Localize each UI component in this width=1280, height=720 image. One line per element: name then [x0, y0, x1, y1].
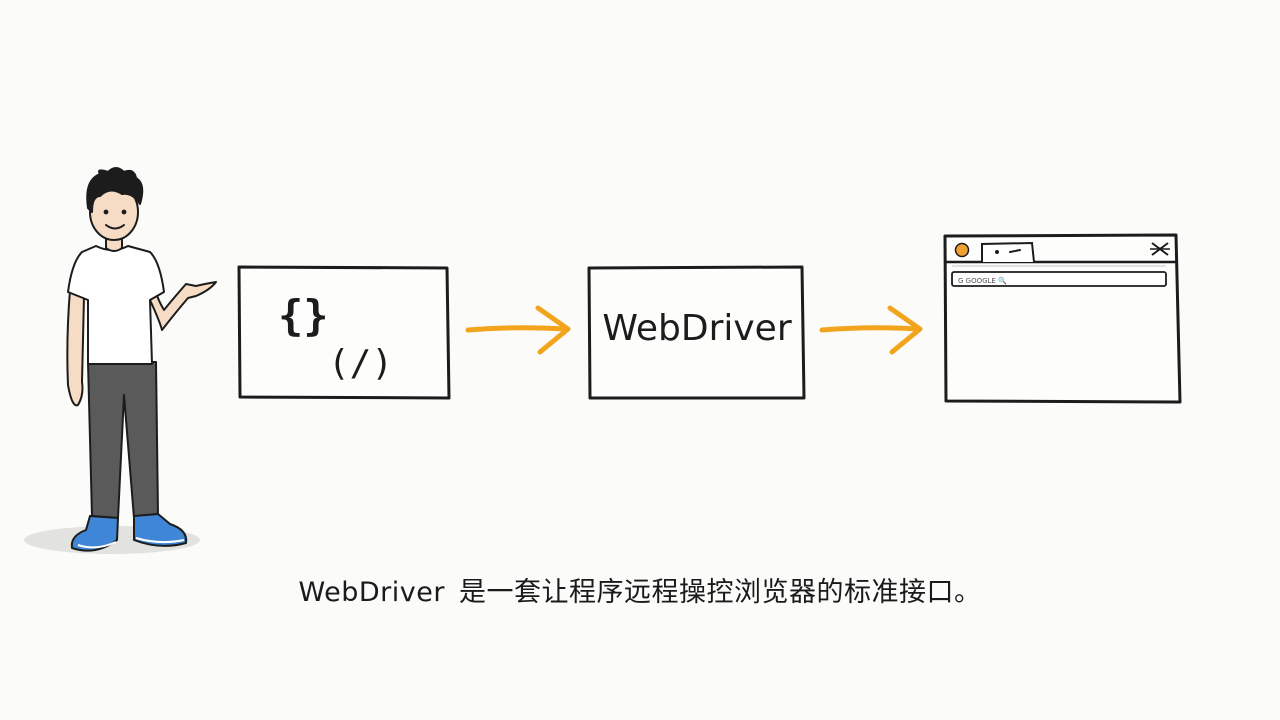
arrow-code-to-webdriver [465, 305, 571, 355]
window-control-dot [954, 242, 970, 258]
caption-description: 是一套让程序远程操控浏览器的标准接口。 [458, 577, 982, 608]
code-box-frame [237, 265, 451, 400]
webdriver-box: WebDriver [587, 265, 806, 400]
braces-icon: {} [278, 291, 329, 340]
developer-figure [24, 167, 217, 554]
webdriver-label: WebDriver [602, 308, 791, 349]
browser-window: G GOOGLE 🔍 [943, 233, 1182, 404]
webdriver-box-frame [587, 265, 806, 400]
code-box: {} (/) [237, 265, 451, 400]
pants [87, 361, 159, 519]
pointing-arm [149, 281, 217, 331]
left-arm [66, 289, 85, 407]
browser-frame [943, 233, 1182, 404]
hair [86, 167, 144, 213]
address-bar-text: G GOOGLE 🔍 [958, 276, 1007, 285]
arrow-webdriver-to-browser [819, 305, 923, 355]
address-bar [951, 271, 1167, 287]
slash-tag-icon: (/) [328, 343, 393, 384]
caption-term: WebDriver [298, 577, 445, 608]
close-icon [1150, 242, 1170, 256]
right-shoe [133, 513, 188, 547]
caption: WebDriver 是一套让程序远程操控浏览器的标准接口。 [0, 570, 1280, 609]
browser-tab [981, 241, 1035, 263]
